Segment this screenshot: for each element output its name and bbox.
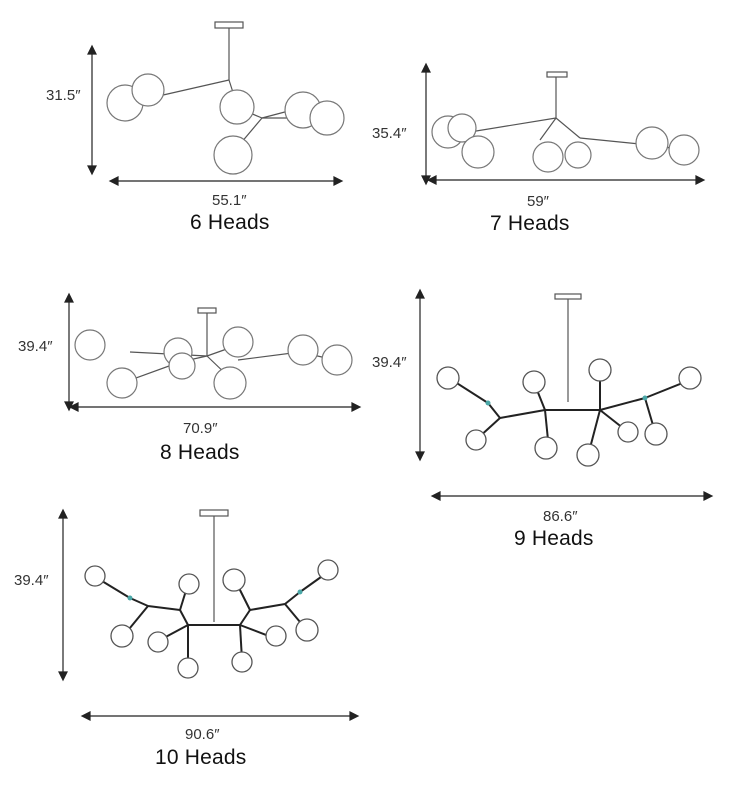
ceiling-canopy xyxy=(546,71,568,78)
globe xyxy=(635,126,669,160)
globe xyxy=(447,113,477,143)
height-label: 39.4″ xyxy=(18,338,53,355)
globe xyxy=(564,141,592,169)
width-label: 55.1″ xyxy=(212,192,247,209)
width-label: 59″ xyxy=(527,193,549,210)
heads-label: 8 Heads xyxy=(160,441,240,464)
globe xyxy=(265,625,287,647)
globe xyxy=(617,421,639,443)
globe xyxy=(588,358,612,382)
globe xyxy=(678,366,702,390)
globe xyxy=(532,141,564,173)
globe xyxy=(309,100,345,136)
globe xyxy=(106,367,138,399)
globe xyxy=(177,657,199,679)
heads-label: 9 Heads xyxy=(514,527,594,550)
ceiling-canopy xyxy=(199,509,229,517)
globe xyxy=(461,135,495,169)
globe xyxy=(213,366,247,400)
globe xyxy=(231,651,253,673)
globe xyxy=(317,559,339,581)
width-label: 70.9″ xyxy=(183,420,218,437)
heads-label: 7 Heads xyxy=(490,212,570,235)
globe xyxy=(222,326,254,358)
globe xyxy=(219,89,255,125)
globe xyxy=(168,352,196,380)
globe xyxy=(178,573,200,595)
globe xyxy=(295,618,319,642)
globe xyxy=(668,134,700,166)
globe xyxy=(213,135,253,175)
globe xyxy=(287,334,319,366)
globe xyxy=(534,436,558,460)
height-label: 31.5″ xyxy=(46,87,81,104)
height-label: 39.4″ xyxy=(372,354,407,371)
globe xyxy=(465,429,487,451)
globe xyxy=(74,329,106,361)
globe xyxy=(321,344,353,376)
globe xyxy=(84,565,106,587)
width-label: 90.6″ xyxy=(185,726,220,743)
globe xyxy=(147,631,169,653)
width-label: 86.6″ xyxy=(543,508,578,525)
globe xyxy=(222,568,246,592)
globe xyxy=(436,366,460,390)
globe xyxy=(576,443,600,467)
height-label: 39.4″ xyxy=(14,572,49,589)
globe xyxy=(644,422,668,446)
globe xyxy=(110,624,134,648)
globe xyxy=(522,370,546,394)
height-label: 35.4″ xyxy=(372,125,407,142)
heads-label: 10 Heads xyxy=(155,746,247,769)
heads-label: 6 Heads xyxy=(190,211,270,234)
globe xyxy=(131,73,165,107)
